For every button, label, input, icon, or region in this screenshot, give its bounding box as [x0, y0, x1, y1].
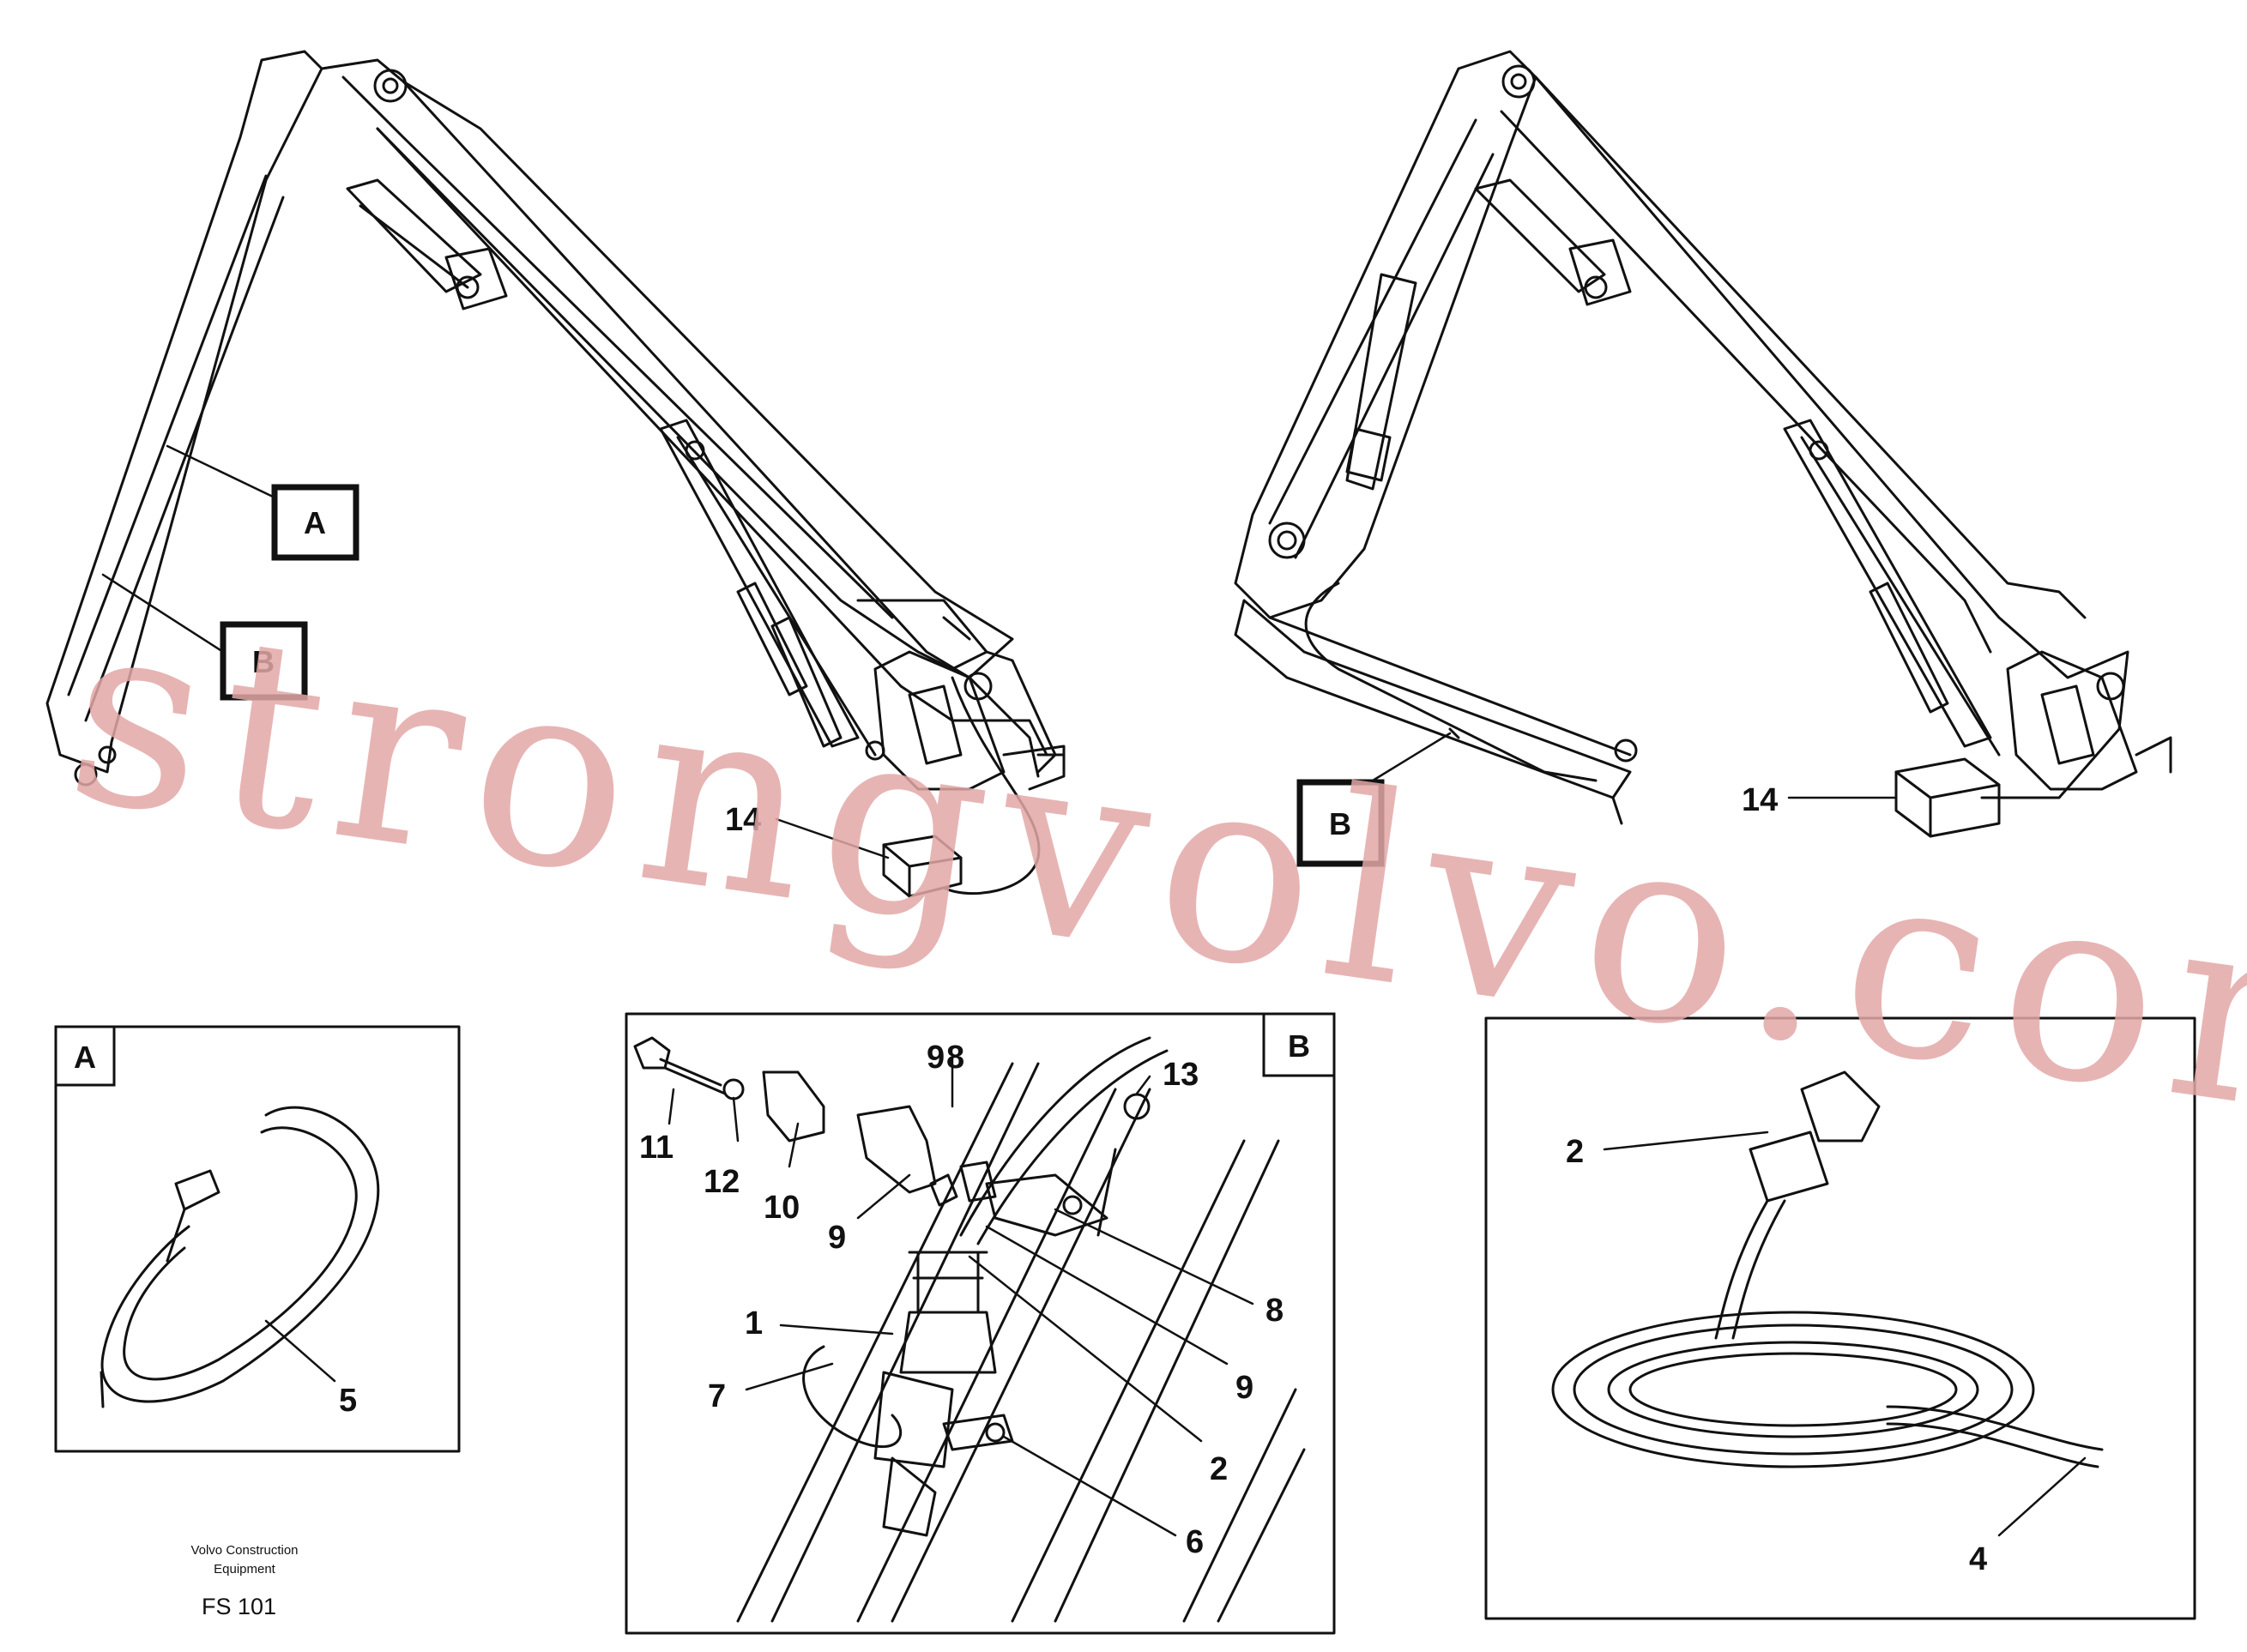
label-13: 13: [1163, 1057, 1199, 1093]
label-4: 4: [1969, 1541, 1987, 1577]
label-10: 10: [764, 1190, 800, 1226]
svg-text:Equipment: Equipment: [214, 1562, 276, 1577]
label-12: 12: [704, 1164, 740, 1200]
label-2-cable: 2: [1566, 1134, 1584, 1170]
detail-a-frame: [54, 1025, 461, 1453]
label-1: 1: [745, 1305, 763, 1341]
detail-b-tag: B: [1262, 1012, 1336, 1077]
detail-a-illustration: [100, 1106, 380, 1408]
watermark: strongvolvo.com: [53, 559, 2247, 1187]
label-8: 8: [1265, 1293, 1284, 1329]
label-14-left: 14: [725, 802, 761, 838]
label-9-right: 9: [1235, 1370, 1253, 1406]
svg-text:B: B: [1288, 1028, 1310, 1064]
callout-b-right: B: [1296, 779, 1385, 867]
label-14-right: 14: [1742, 782, 1778, 818]
callout-b-left: B: [220, 621, 308, 701]
coiled-cable-illustration: [1551, 1070, 2104, 1468]
detail-b-frame: [625, 1012, 1336, 1635]
part-labels: 14 14 5 11 12 10 9 8 9 13 1 7 8 9 2 6 2 …: [339, 782, 1987, 1577]
right-boom-illustration: [1234, 50, 2172, 838]
svg-text:B: B: [252, 644, 275, 679]
leader-lines: [101, 444, 2087, 1537]
detail-cable-frame: [1484, 1016, 2196, 1620]
label-2: 2: [1210, 1451, 1228, 1487]
label-11: 11: [639, 1130, 673, 1166]
left-boom-illustration: [45, 50, 1066, 898]
svg-text:FS 101: FS 101: [202, 1594, 276, 1619]
label-8-top: 8: [946, 1040, 964, 1076]
svg-text:B: B: [1329, 806, 1351, 841]
label-5: 5: [339, 1383, 357, 1419]
detail-a-tag: A: [54, 1025, 116, 1087]
footer: Volvo Construction Equipment FS 101: [190, 1543, 298, 1619]
callout-a: A: [271, 484, 359, 561]
svg-text:A: A: [304, 505, 326, 540]
label-6: 6: [1186, 1524, 1204, 1560]
detail-b-illustration: [633, 1036, 1306, 1623]
svg-text:A: A: [74, 1040, 96, 1075]
label-9-mid: 9: [828, 1220, 846, 1256]
label-7: 7: [708, 1378, 726, 1414]
svg-text:Volvo Construction: Volvo Construction: [190, 1543, 298, 1558]
label-9-top: 9: [927, 1040, 945, 1076]
